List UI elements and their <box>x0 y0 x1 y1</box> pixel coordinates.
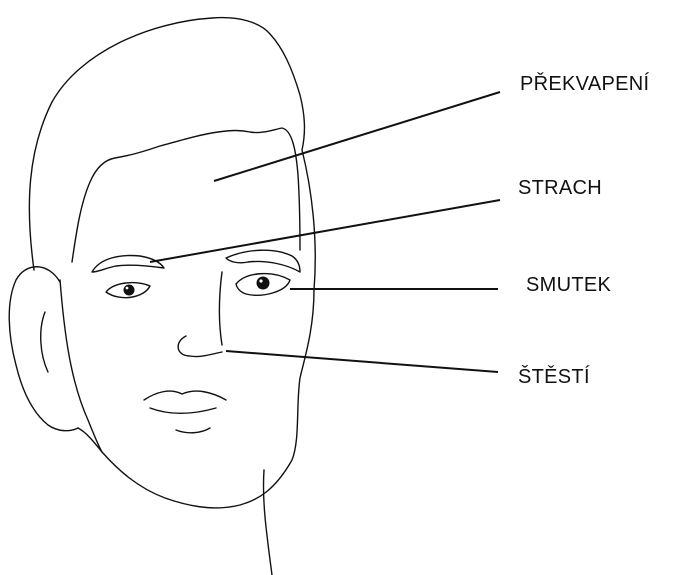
emotion-labels: PŘEKVAPENÍ STRACH SMUTEK ŠTĚSTÍ <box>518 72 649 388</box>
label-happiness: ŠTĚSTÍ <box>518 365 590 388</box>
neck-line <box>263 470 272 575</box>
right-pupil-highlight <box>259 279 262 282</box>
label-surprise: PŘEKVAPENÍ <box>520 72 649 95</box>
leader-line-happiness <box>226 351 498 372</box>
mouth-lower <box>150 408 216 413</box>
right-eyebrow <box>226 250 300 272</box>
nose-bridge <box>219 272 222 345</box>
left-pupil-highlight <box>126 287 129 290</box>
leader-lines <box>150 92 500 372</box>
face-drawing <box>9 18 315 575</box>
leader-line-fear <box>150 200 500 262</box>
left-ear-inner <box>41 312 48 372</box>
mouth-upper <box>144 391 226 400</box>
chin-crease <box>176 428 210 433</box>
label-sadness: SMUTEK <box>526 274 611 296</box>
nose <box>178 336 222 357</box>
leader-line-surprise <box>214 92 500 181</box>
left-pupil <box>124 285 135 296</box>
label-fear: STRACH <box>518 177 602 199</box>
left-eyebrow <box>92 256 164 272</box>
left-cheek-line <box>60 280 102 452</box>
right-pupil <box>257 277 270 290</box>
